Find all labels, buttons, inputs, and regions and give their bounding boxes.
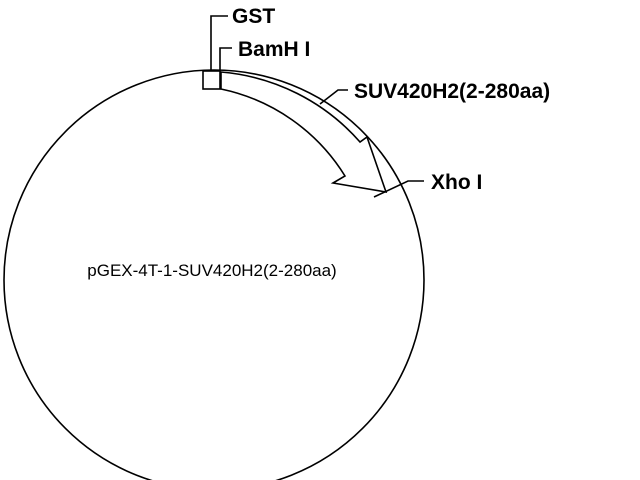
insert-leader-line <box>319 89 348 105</box>
gst-leader-line <box>210 15 228 71</box>
bamh1-leader-line <box>219 47 232 71</box>
xho1-leader-line <box>373 180 424 198</box>
plasmid-name-label: pGEX-4T-1-SUV420H2(2-280aa) <box>87 261 336 280</box>
xho1-label: Xho I <box>431 171 482 194</box>
insert-label: SUV420H2(2-280aa) <box>354 80 550 103</box>
bamh1-label: BamH I <box>238 38 310 61</box>
gst-label: GST <box>232 5 275 28</box>
insert-arrow-outline <box>220 71 388 194</box>
plasmid-backbone-circle <box>3 69 425 480</box>
gst-box <box>202 70 221 90</box>
